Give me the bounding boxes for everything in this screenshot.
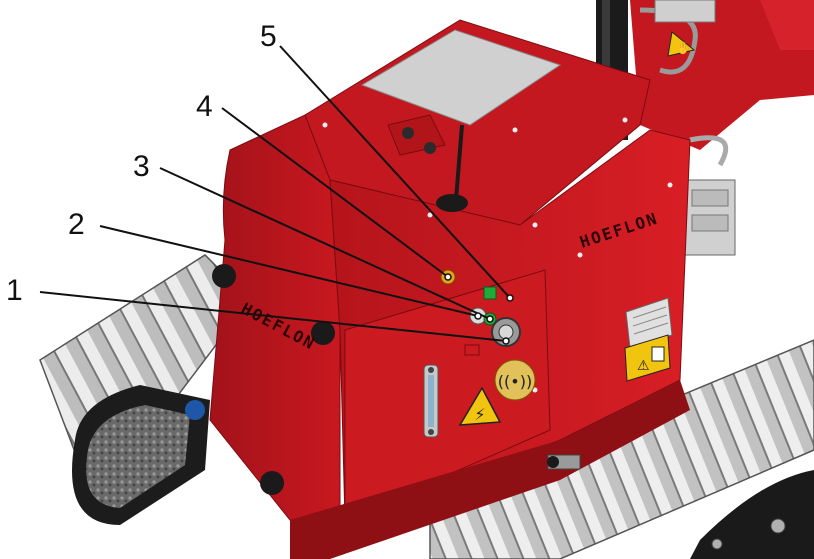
info-plate [625,297,673,349]
callout-number-2: 2 [68,208,85,241]
callout-end-dots [444,273,514,345]
right-track [429,339,814,559]
callout-number-5: 5 [260,20,277,53]
callout-line-1 [39,291,507,342]
read-manual-warning-icon: ⚠ [624,334,671,382]
callout-line-4 [221,107,449,278]
radio-signal-icon: ((•)) [494,359,536,401]
lower-fitting [547,454,581,470]
svg-text:⚡: ⚡ [474,405,485,424]
callout-line-5 [279,45,511,299]
callout-number-3: 3 [133,150,150,183]
antenna-icon [436,124,468,212]
callout-number-4: 4 [196,90,213,123]
callout-line-2 [99,225,479,317]
svg-text:⚠: ⚠ [637,358,650,374]
callout-number-1: 1 [6,274,23,307]
callout-lines [39,45,511,342]
control-cluster [440,269,521,356]
sight-glass-icon [423,364,439,438]
left-track [39,254,251,525]
hand-crush-warning-icon: ✋ [676,41,691,55]
callout-line-3 [159,167,491,320]
top-switch-block [387,114,446,156]
svg-text:((•)): ((•)) [498,372,532,391]
high-voltage-warning-icon: ⚡ [458,386,502,426]
